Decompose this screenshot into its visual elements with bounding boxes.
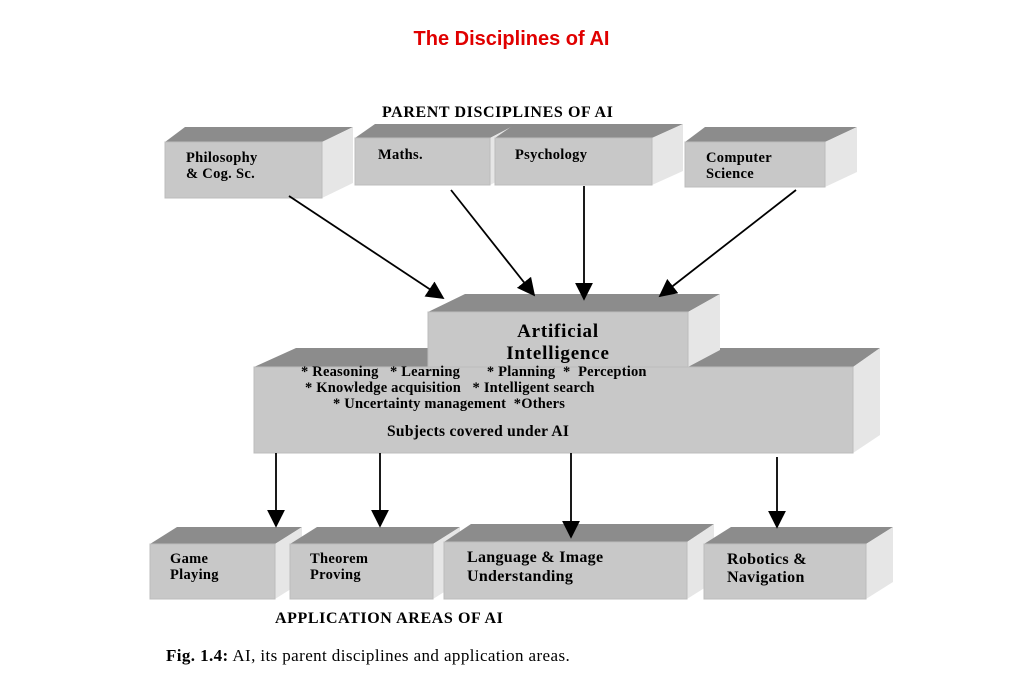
ai-box [427,294,720,368]
arrow-philosophy-to-ai [288,195,445,299]
parent-disciplines-heading: PARENT DISCIPLINES OF AI [382,104,614,121]
psychology-label: Psychology [515,147,588,163]
caption-prefix: Fig. 1.4: [166,646,229,665]
theorem-proving-label: Theorem Proving [310,551,369,583]
maths-label: Maths. [378,147,423,163]
figure-caption: Fig. 1.4: AI, its parent disciplines and… [166,646,570,666]
arrow-maths-to-ai [450,189,536,297]
box-psychology [494,124,683,186]
slide-title: The Disciplines of AI [413,28,610,50]
subjects-line-2: * Knowledge acquisition * Intelligent se… [305,380,595,396]
box-philosophy [164,127,353,199]
application-areas-heading: APPLICATION AREAS OF AI [275,610,504,627]
subjects-footer: Subjects covered under AI [387,423,570,440]
arrow-cs-to-ai [658,189,797,298]
subjects-line-3: * Uncertainty management *Others [333,396,566,412]
box-computer-science [684,127,857,188]
box-game-playing [149,527,302,600]
philosophy-label: Philosophy & Cog. Sc. [186,150,258,182]
subjects-line-1: * Reasoning * Learning * Planning * Perc… [301,364,647,380]
game-playing-label: Game Playing [170,551,219,583]
caption-text: AI, its parent disciplines and applicati… [228,646,571,665]
box-robotics [703,527,893,600]
ai-label: Artificial Intelligence [506,321,610,364]
box-theorem-proving [289,527,460,600]
robotics-label: Robotics & Navigation [727,551,807,586]
computer-science-label: Computer Science [706,150,773,182]
language-image-label: Language & Image Understanding [467,549,604,585]
